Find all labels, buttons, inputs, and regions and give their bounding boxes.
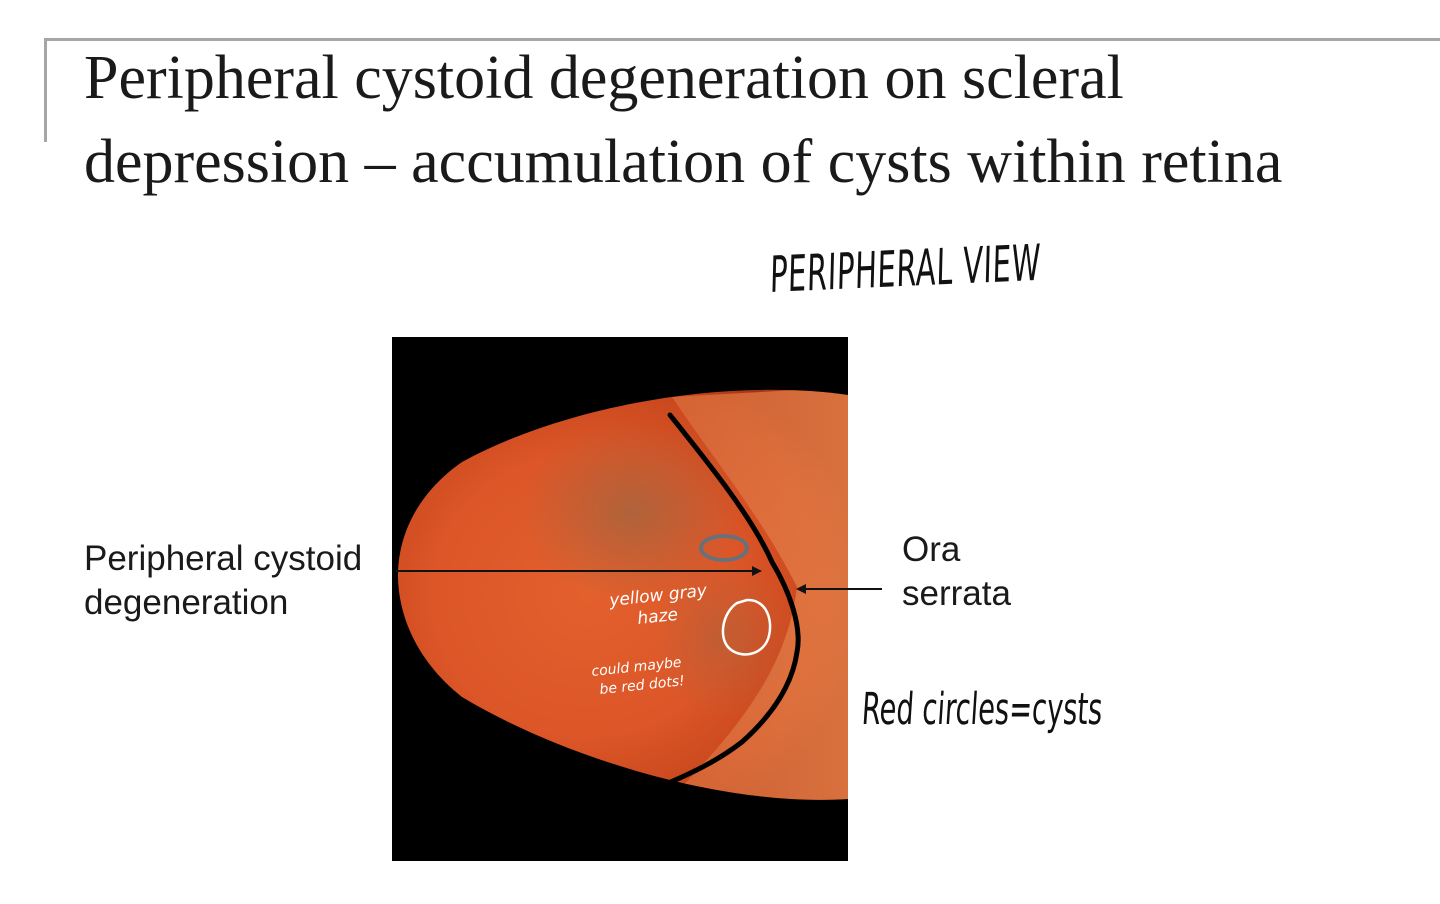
ora-serrata-label-line-2: serrata	[902, 574, 1011, 613]
slide-frame-top-border	[44, 38, 1440, 41]
peripheral-cystoid-label-line-1: Peripheral cystoid	[84, 539, 363, 578]
handwritten-red-circles-note: Red circles=cysts	[860, 684, 1105, 735]
peripheral-cystoid-label-line-2: degeneration	[84, 583, 289, 622]
cyst-circle-annotation	[721, 598, 772, 656]
gray-haze-area	[522, 422, 742, 602]
peripheral-retina-zone	[662, 389, 848, 800]
ora-serrata-line	[661, 412, 801, 788]
fundus-photo	[392, 337, 848, 861]
fundus-photo-illustration	[398, 389, 848, 800]
peripheral-cystoid-label: Peripheral cystoid degeneration	[84, 537, 362, 625]
gray-haze-area-lower	[652, 557, 792, 717]
slide-frame-left-border	[44, 38, 47, 142]
ora-serrata-label: Ora serrata	[902, 528, 1011, 616]
slide-title-line-1: Peripheral cystoid degeneration on scler…	[84, 44, 1124, 112]
slide-title-line-2: depression – accumulation of cysts withi…	[84, 128, 1283, 196]
annotation-oval-ring	[699, 534, 749, 562]
slide-title: Peripheral cystoid degeneration on scler…	[84, 36, 1424, 204]
ora-serrata-label-line-1: Ora	[902, 530, 961, 569]
handwritten-peripheral-view-note: PERIPHERAL VIEW	[769, 233, 1042, 304]
